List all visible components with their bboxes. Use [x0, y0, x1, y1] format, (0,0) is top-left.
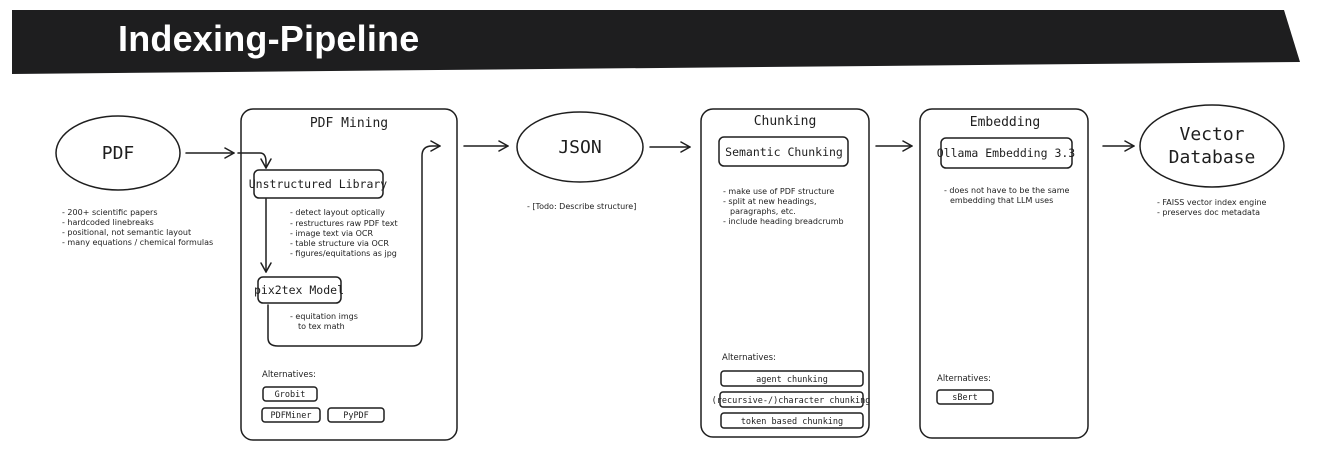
embedding-note: - does not have to be the same	[944, 186, 1070, 195]
chunking-alternatives-label: Alternatives:	[722, 353, 776, 363]
pix2tex-note: to tex math	[298, 322, 345, 331]
unstructured-note: - table structure via OCR	[290, 239, 389, 248]
pdf-mining-title: PDF Mining	[310, 116, 388, 131]
pdf-mining-panel: PDF Mining Unstructured Library - detect…	[237, 108, 458, 441]
unstructured-note: - image text via OCR	[290, 229, 374, 238]
pdf-mining-alternatives-label: Alternatives:	[262, 370, 316, 380]
embedding-panel: Embedding Ollama Embedding 3.3 - does no…	[919, 108, 1089, 439]
semantic-chunking-box	[718, 136, 849, 167]
ollama-embedding-label: Ollama Embedding 3.3	[937, 146, 1076, 160]
pdf-mining-frame	[240, 108, 458, 441]
json-ellipse	[516, 111, 644, 183]
chunking-notes: - make use of PDF structure - split at n…	[723, 187, 844, 226]
alt-agent-chunking-box	[720, 370, 864, 387]
pdf-node: PDF	[55, 115, 181, 191]
vector-database-note: - preserves doc metadata	[1157, 208, 1260, 217]
vector-database-notes: - FAISS vector index engine - preserves …	[1157, 198, 1267, 217]
alt-grobit-label: Grobit	[275, 390, 306, 400]
arrow-into-unstructured	[237, 152, 272, 169]
chunking-note: - include heading breadcrumb	[723, 217, 844, 226]
json-note: - [Todo: Describe structure]	[527, 202, 636, 211]
semantic-chunking-label: Semantic Chunking	[725, 145, 843, 159]
alt-token-chunking-box	[720, 412, 864, 429]
pdf-ellipse	[55, 115, 181, 191]
alt-token-chunking-label: token based chunking	[741, 417, 843, 427]
unstructured-library-label: Unstructured Library	[249, 177, 388, 191]
pix2tex-notes: - equitation imgs to tex math	[290, 312, 358, 331]
pdf-notes: - 200+ scientific papers - hardcoded lin…	[62, 208, 213, 247]
alt-character-chunking-label: (recursive-/)character chunking	[712, 396, 871, 406]
embedding-frame	[919, 108, 1089, 439]
chunking-title: Chunking	[754, 114, 817, 129]
arrow-pix2tex-loop-out	[267, 140, 441, 347]
unstructured-note: - detect layout optically	[290, 208, 385, 217]
pdf-note: - many equations / chemical formulas	[62, 238, 213, 247]
chunking-note: paragraphs, etc.	[730, 207, 796, 216]
json-label: JSON	[558, 137, 601, 158]
unstructured-notes: - detect layout optically - restructures…	[290, 208, 398, 258]
chunking-note: - make use of PDF structure	[723, 187, 834, 196]
alt-agent-chunking-label: agent chunking	[756, 375, 828, 385]
embedding-alternatives-label: Alternatives:	[937, 374, 991, 384]
pix2tex-box	[257, 276, 342, 304]
vector-database-node: Vector Database	[1139, 104, 1285, 188]
alt-pypdf-box	[327, 407, 385, 423]
pix2tex-label: pix2tex Model	[254, 283, 344, 297]
alt-grobit-box	[262, 386, 318, 402]
embedding-title: Embedding	[970, 115, 1040, 130]
alt-sbert-label: sBert	[952, 393, 978, 403]
alt-character-chunking-box	[719, 391, 864, 408]
vector-database-note: - FAISS vector index engine	[1157, 198, 1267, 207]
ollama-embedding-box	[940, 137, 1073, 169]
unstructured-note: - figures/equitations as jpg	[290, 249, 397, 258]
alt-sbert-box	[936, 389, 994, 405]
pdf-label: PDF	[102, 143, 135, 164]
vector-database-label-line1: Vector	[1179, 124, 1244, 145]
json-node: JSON	[516, 111, 644, 183]
title-banner	[12, 10, 1300, 74]
pdf-note: - 200+ scientific papers	[62, 208, 158, 217]
embedding-note: embedding that LLM uses	[950, 196, 1053, 205]
page-title: Indexing-Pipeline	[118, 18, 420, 59]
chunking-panel: Chunking Semantic Chunking - make use of…	[700, 108, 871, 438]
alt-pdfminer-label: PDFMiner	[271, 411, 312, 421]
vector-database-ellipse	[1139, 104, 1285, 188]
unstructured-note: - restructures raw PDF text	[290, 219, 398, 228]
embedding-notes: - does not have to be the same embedding…	[944, 186, 1070, 205]
alt-pypdf-label: PyPDF	[343, 411, 369, 421]
alt-pdfminer-box	[261, 407, 321, 423]
unstructured-library-box	[253, 169, 384, 199]
chunking-note: - split at new headings,	[723, 197, 817, 206]
chunking-frame	[700, 108, 870, 438]
pdf-note: - hardcoded linebreaks	[62, 218, 154, 227]
pdf-note: - positional, not semantic layout	[62, 228, 191, 237]
pix2tex-note: - equitation imgs	[290, 312, 358, 321]
vector-database-label-line2: Database	[1169, 147, 1256, 168]
